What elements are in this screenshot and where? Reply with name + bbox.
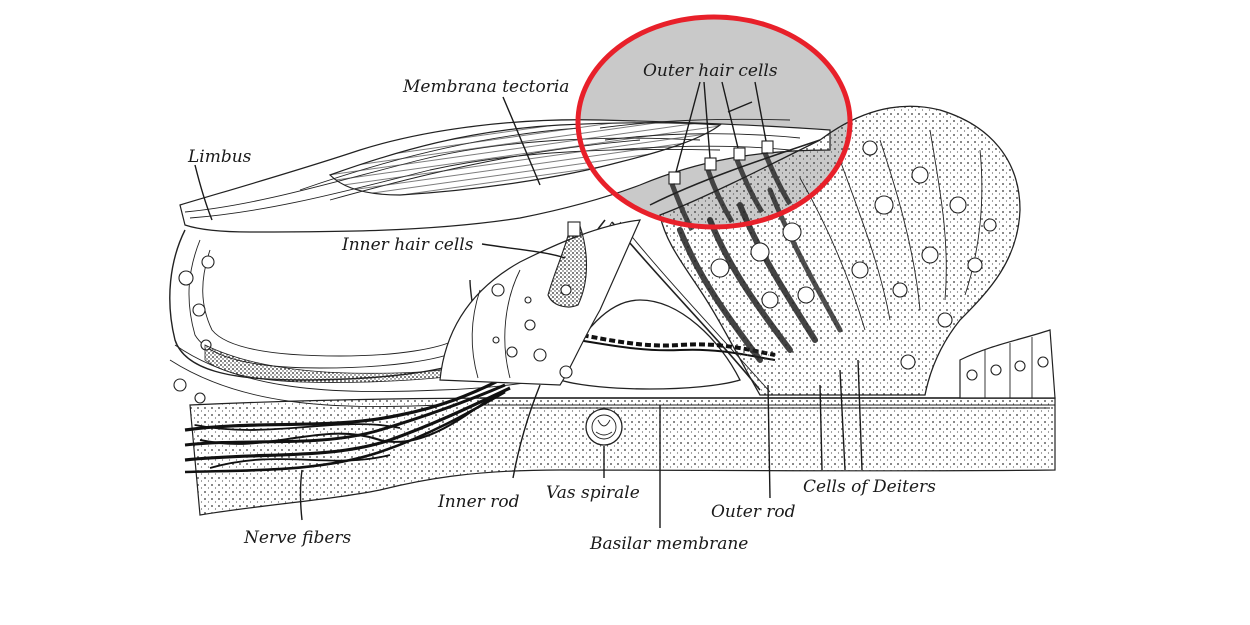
label-outer-hair-cells: Outer hair cells — [643, 61, 778, 81]
label-nerve-fibers: Nerve fibers — [243, 528, 352, 548]
inner-cells-region — [439, 219, 641, 386]
highlight-ring — [575, 14, 853, 230]
basilar-region — [189, 397, 1056, 516]
leader-lines — [194, 81, 863, 528]
outer-cells-region — [659, 105, 1021, 396]
label-membrana-tectoria: Membrana tectoria — [402, 77, 569, 97]
label-limbus: Limbus — [187, 147, 252, 167]
outer-epithelium — [959, 329, 1056, 399]
label-cells-of-deiters: Cells of Deiters — [803, 477, 936, 497]
label-vas-spirale: Vas spirale — [546, 483, 640, 503]
inner-hair-cell — [547, 225, 588, 308]
membrana-tectoria — [328, 122, 722, 196]
vas-spirale-vessel — [585, 408, 623, 446]
label-inner-hair-cells: Inner hair cells — [341, 235, 474, 255]
label-outer-rod: Outer rod — [711, 502, 796, 522]
label-inner-rod: Inner rod — [437, 492, 520, 512]
label-basilar-membrane: Basilar membrane — [589, 534, 748, 554]
nerve-fibers-bundle — [184, 378, 511, 474]
